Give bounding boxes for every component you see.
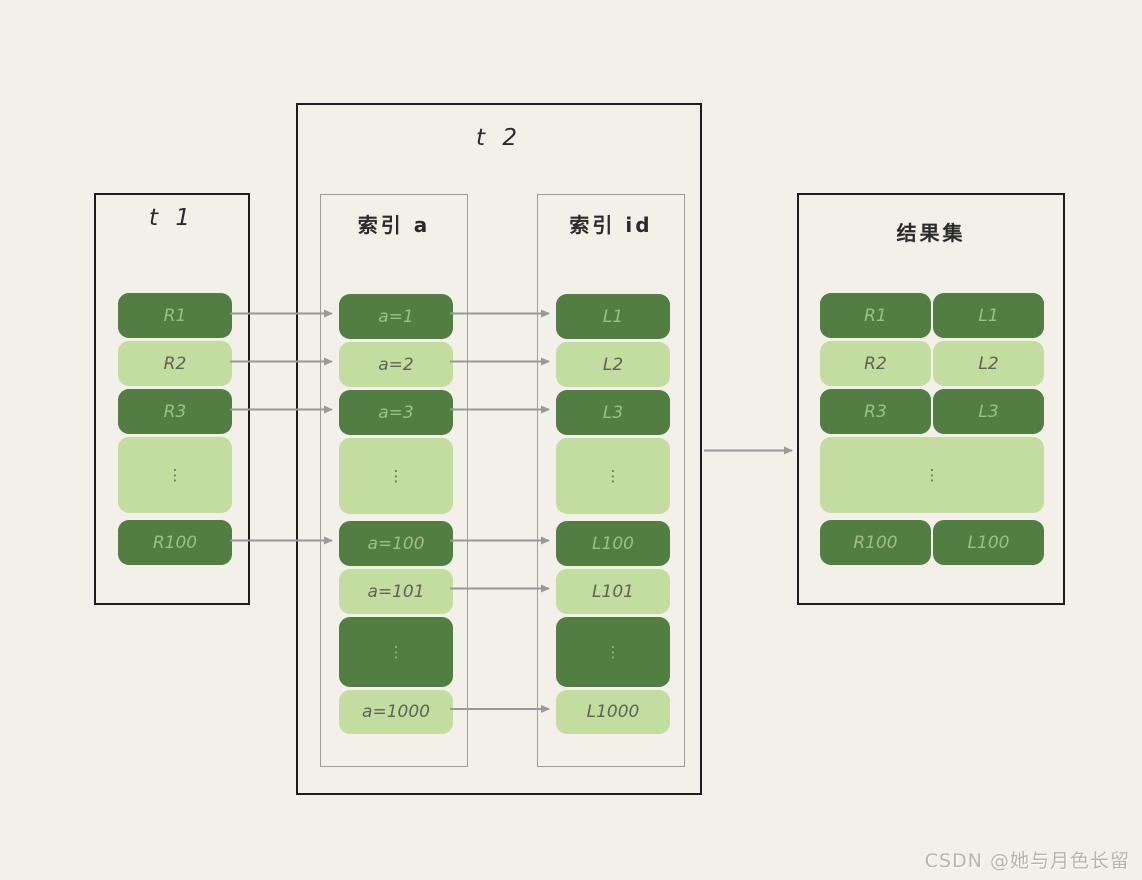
index-a-row-ellipsis-1: ⋮ xyxy=(339,438,453,514)
index-a-row-100: a=100 xyxy=(339,521,453,566)
t1-row-r3: R3 xyxy=(118,389,232,434)
t1-row-r2: R2 xyxy=(118,341,232,386)
result-row-r3: R3 xyxy=(820,389,931,434)
result-set-title: 结果集 xyxy=(896,221,966,245)
index-id-row-1: L1 xyxy=(556,294,670,339)
result-row-l100: L100 xyxy=(933,520,1044,565)
index-id-box: 索引 id L1 L2 L3 ⋮ L100 L101 ⋮ L1000 xyxy=(537,194,685,767)
index-id-row-2: L2 xyxy=(556,342,670,387)
table-t1-box: t 1 R1 R2 R3 ⋮ R100 xyxy=(94,193,250,605)
index-id-row-1000: L1000 xyxy=(556,690,670,734)
index-id-row-100: L100 xyxy=(556,521,670,566)
result-row-l1: L1 xyxy=(933,293,1044,338)
index-a-title: 索引 a xyxy=(357,213,431,237)
index-id-row-101: L101 xyxy=(556,569,670,614)
t1-row-ellipsis: ⋮ xyxy=(118,437,232,513)
t1-row-r100: R100 xyxy=(118,520,232,565)
result-row-l2: L2 xyxy=(933,341,1044,386)
table-t2-title: t 2 xyxy=(476,125,522,151)
table-t1-title: t 1 xyxy=(149,205,195,231)
result-row-l3: L3 xyxy=(933,389,1044,434)
index-id-row-ellipsis-2: ⋮ xyxy=(556,617,670,687)
result-row-r100: R100 xyxy=(820,520,931,565)
index-a-row-3: a=3 xyxy=(339,390,453,435)
result-row-r2: R2 xyxy=(820,341,931,386)
index-a-row-1: a=1 xyxy=(339,294,453,339)
result-set-box: 结果集 R1 L1 R2 L2 R3 L3 ⋮ R100 L100 xyxy=(797,193,1065,605)
index-a-box: 索引 a a=1 a=2 a=3 ⋮ a=100 a=101 ⋮ a=1000 xyxy=(320,194,468,767)
table-t2-box: t 2 索引 a a=1 a=2 a=3 ⋮ a=100 a=101 ⋮ a=1… xyxy=(296,103,702,795)
index-a-row-1000: a=1000 xyxy=(339,690,453,734)
index-a-row-ellipsis-2: ⋮ xyxy=(339,617,453,687)
index-a-row-101: a=101 xyxy=(339,569,453,614)
watermark: CSDN @她与月色长留 xyxy=(924,850,1130,872)
index-id-row-ellipsis-1: ⋮ xyxy=(556,438,670,514)
result-row-r1: R1 xyxy=(820,293,931,338)
index-id-title: 索引 id xyxy=(569,213,653,237)
index-a-row-2: a=2 xyxy=(339,342,453,387)
index-id-row-3: L3 xyxy=(556,390,670,435)
result-row-ellipsis: ⋮ xyxy=(820,437,1044,513)
t1-row-r1: R1 xyxy=(118,293,232,338)
